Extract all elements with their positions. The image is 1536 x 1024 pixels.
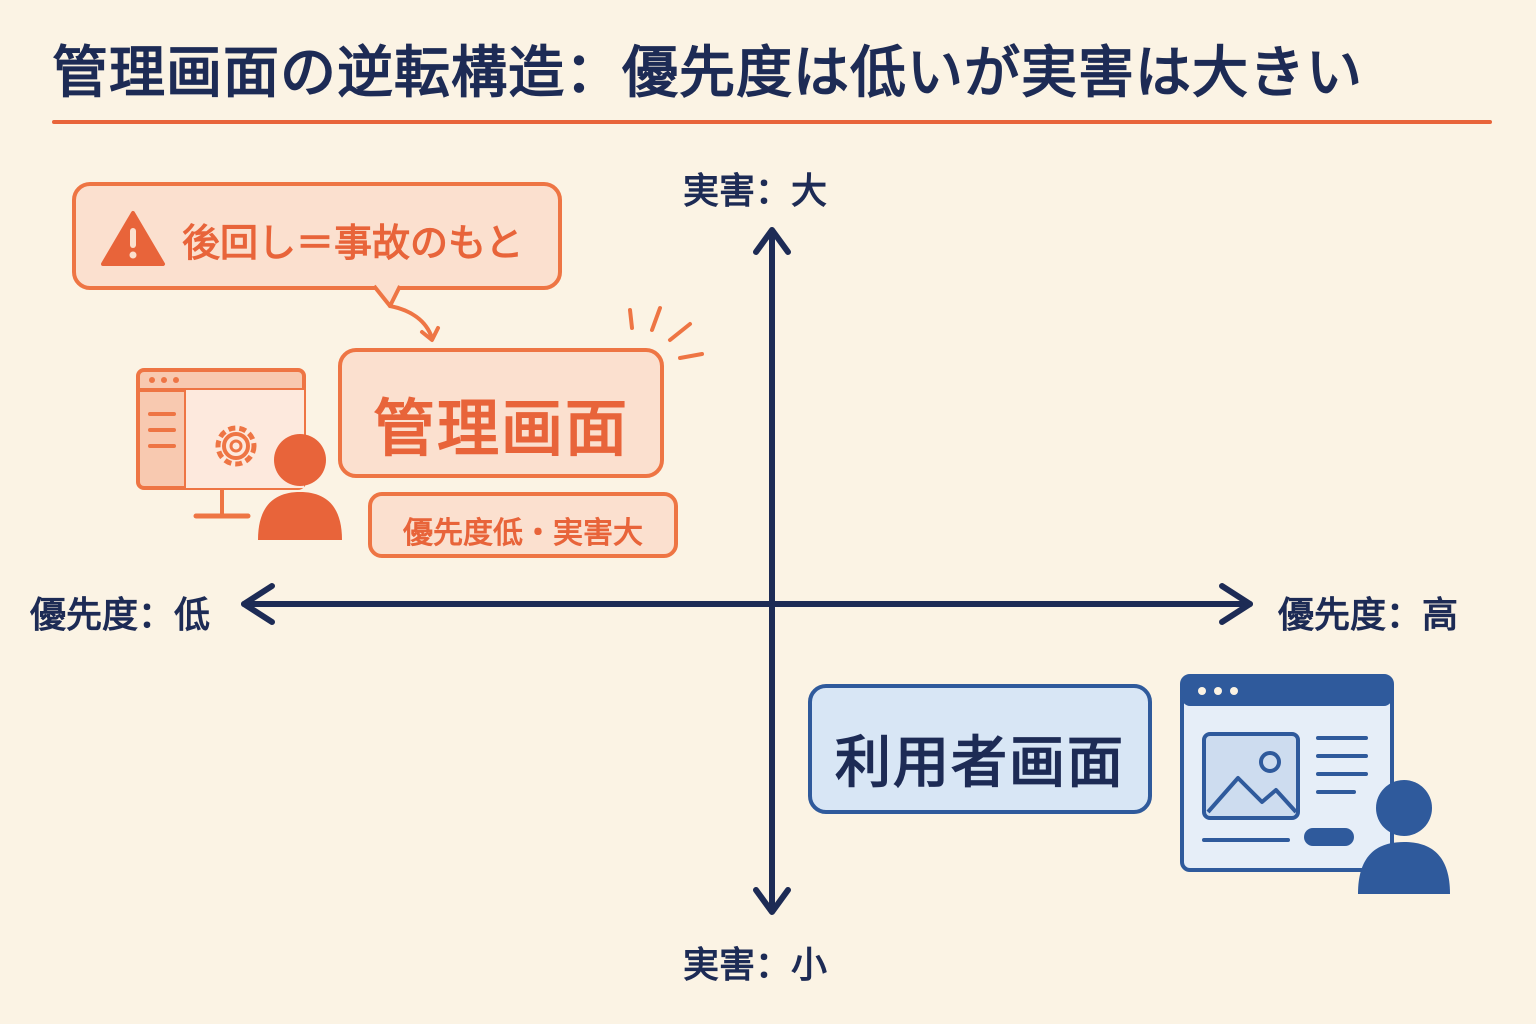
axis-label-bottom: 実害：小 <box>683 945 828 986</box>
bubble-pointer-arrow <box>372 284 440 342</box>
admin-screen-box: 管理画面 <box>338 348 664 478</box>
browser-image-user-icon <box>1180 674 1450 894</box>
warning-bubble: 後回し＝事故のもと <box>72 182 562 290</box>
arrow-left <box>241 583 275 625</box>
page-title: 管理画面の逆転構造：優先度は低いが実害は大きい <box>52 41 1363 106</box>
user-screen-box: 利用者画面 <box>808 684 1152 814</box>
user-screen-label: 利用者画面 <box>835 731 1125 796</box>
admin-screen-tag-text: 優先度低・実害大 <box>403 516 643 551</box>
emphasis-sparks <box>628 306 704 360</box>
arrow-right <box>1219 583 1253 625</box>
warning-triangle-icon <box>101 211 165 266</box>
axis-label-top: 実害：大 <box>683 171 828 212</box>
title-underline <box>52 120 1492 124</box>
admin-screen-tag: 優先度低・実害大 <box>368 492 678 558</box>
arrow-down <box>753 887 791 915</box>
axis-label-right: 優先度：高 <box>1278 595 1459 636</box>
warning-text: 後回し＝事故のもと <box>182 221 524 265</box>
arrow-up <box>753 227 791 255</box>
admin-monitor-gear-user-icon <box>136 368 342 540</box>
axis-label-left: 優先度：低 <box>30 595 211 636</box>
admin-screen-label: 管理画面 <box>372 392 629 465</box>
